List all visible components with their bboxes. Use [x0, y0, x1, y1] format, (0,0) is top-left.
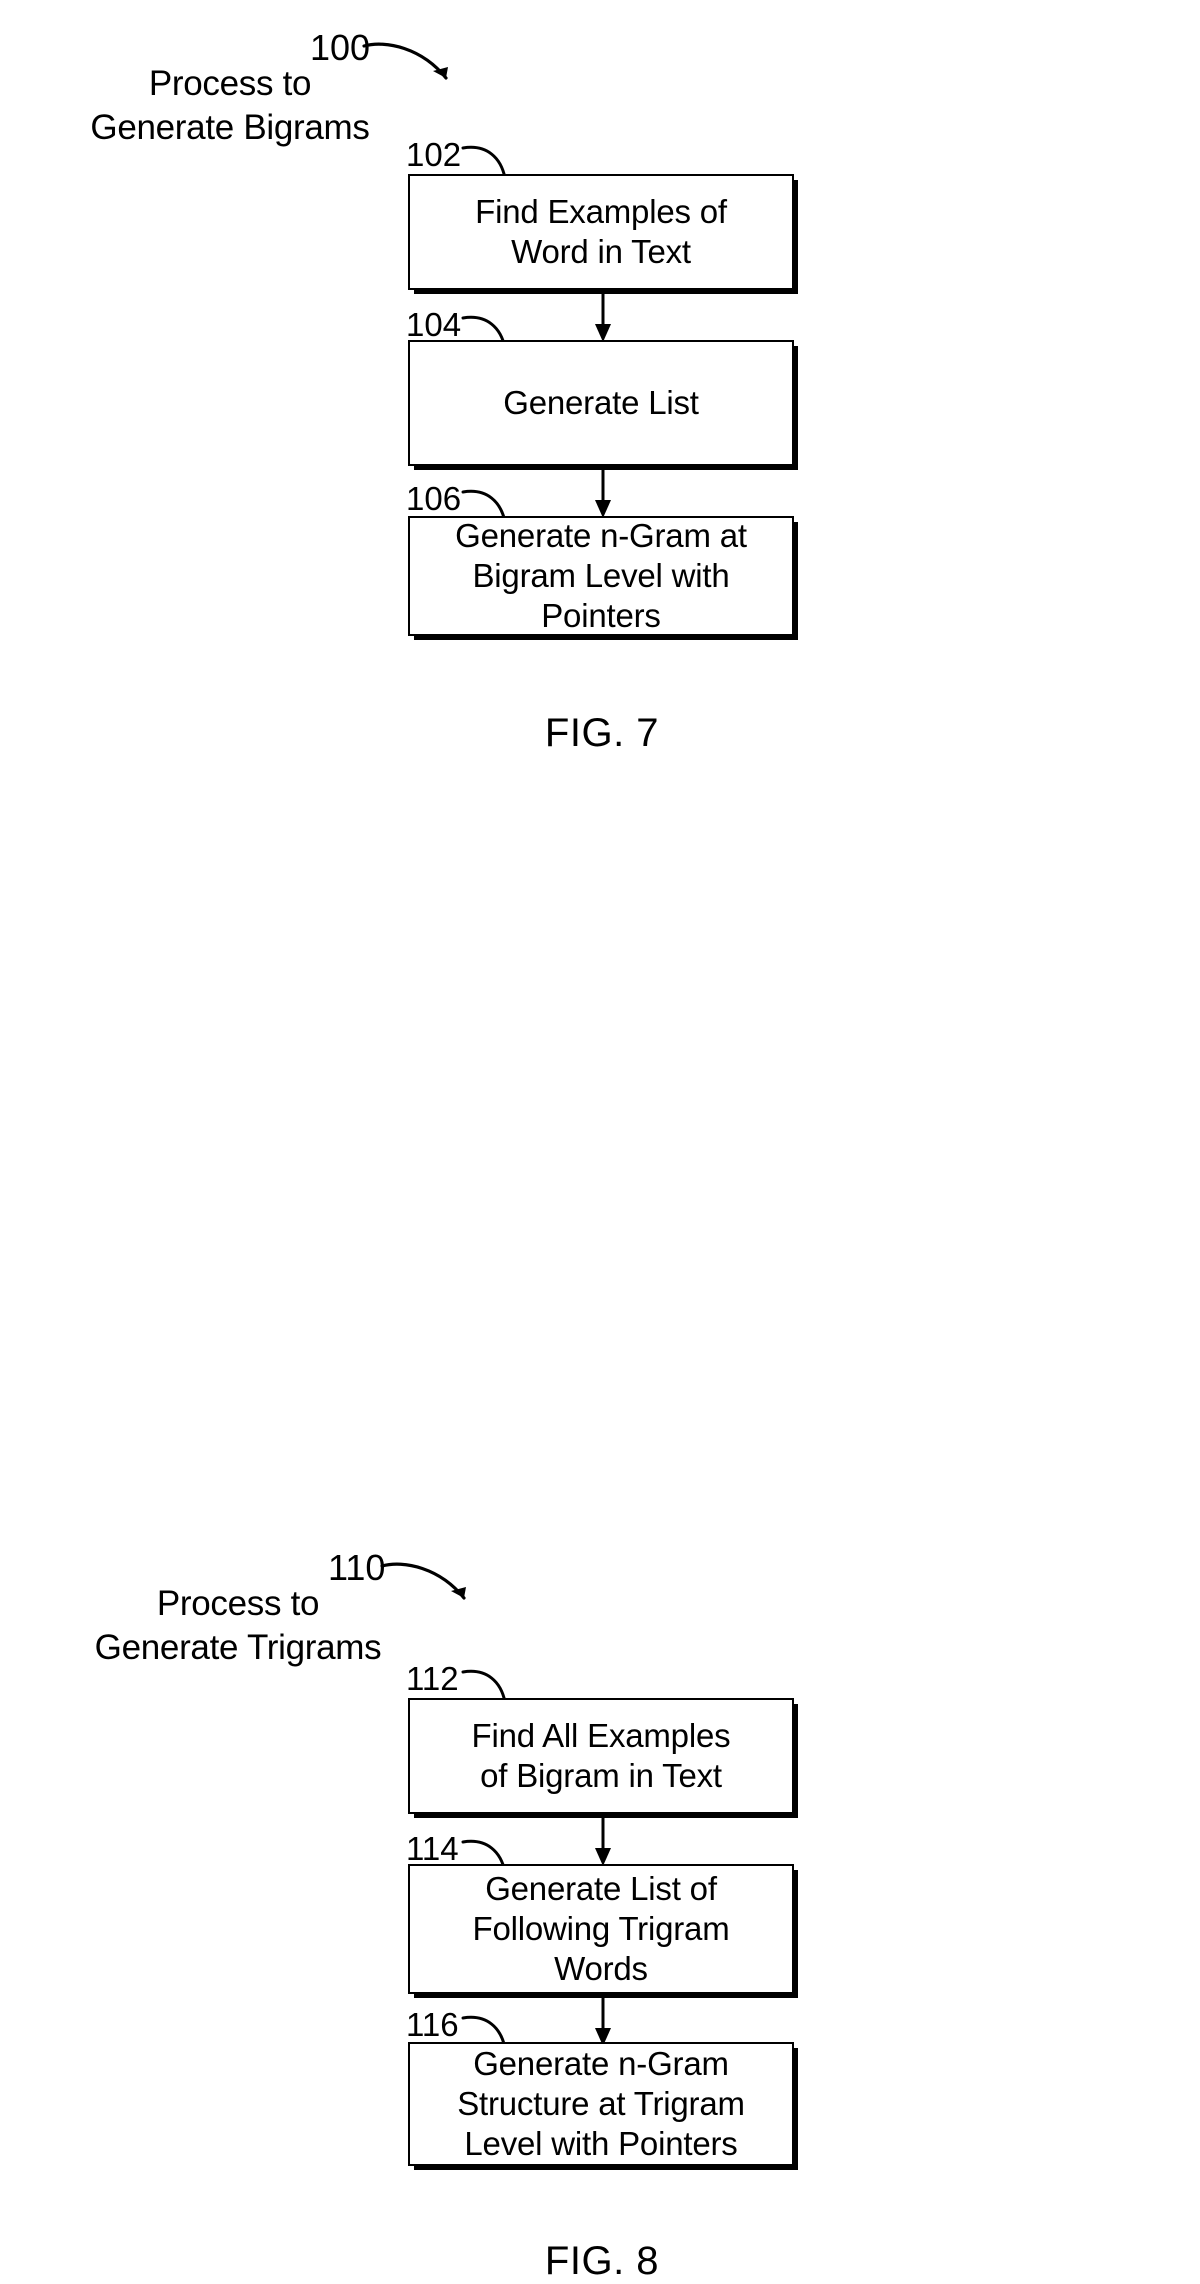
figure-7: 100 Process to Generate Bigrams 102 Find… [0, 0, 1200, 1025]
box-ref-114: 114 [406, 1830, 459, 1867]
flow-step-116[interactable]: Generate n-Gram Structure at Trigram Lev… [408, 2042, 794, 2166]
process-title-110: Process to Generate Trigrams [94, 1584, 382, 1667]
flow-step-114[interactable]: Generate List of Following Trigram Words [408, 1864, 794, 1994]
box-ref-102: 102 [406, 136, 462, 173]
figure-8: 110 Process to Generate Trigrams 112 Fin… [0, 770, 1200, 2283]
flow-step-112[interactable]: Find All Examples of Bigram in Text [408, 1698, 794, 1814]
figure-caption-7: FIG. 7 [544, 711, 660, 755]
figure-caption-8: FIG. 8 [544, 2239, 660, 2283]
box-ref-104: 104 [406, 306, 462, 343]
flow-step-104[interactable]: Generate List [408, 340, 794, 466]
flow-step-104-label: Generate List [503, 384, 699, 421]
flow-step-102[interactable]: Find Examples of Word in Text [408, 174, 794, 290]
flow-step-116-label: Generate n-Gram Structure at Trigram Lev… [457, 2045, 745, 2162]
box-ref-106: 106 [406, 480, 462, 517]
process-title-100: Process to Generate Bigrams [90, 64, 370, 147]
flow-step-112-label: Find All Examples of Bigram in Text [471, 1717, 731, 1794]
flow-arrow-102-to-104-icon [595, 292, 611, 342]
process-ref-100: 100 [310, 27, 371, 68]
box-ref-116: 116 [406, 2006, 459, 2043]
process-ref-110: 110 [328, 1547, 386, 1588]
flow-arrow-114-to-116-icon [595, 1996, 611, 2046]
flow-step-106-label: Generate n-Gram at Bigram Level with Poi… [455, 517, 747, 634]
flow-step-102-label: Find Examples of Word in Text [475, 193, 727, 270]
box-ref-112: 112 [406, 1660, 459, 1697]
flow-arrow-112-to-114-icon [595, 1816, 611, 1866]
flow-step-114-label: Generate List of Following Trigram Words [472, 1870, 730, 1987]
flow-step-106[interactable]: Generate n-Gram at Bigram Level with Poi… [408, 516, 794, 636]
flow-arrow-104-to-106-icon [595, 468, 611, 518]
